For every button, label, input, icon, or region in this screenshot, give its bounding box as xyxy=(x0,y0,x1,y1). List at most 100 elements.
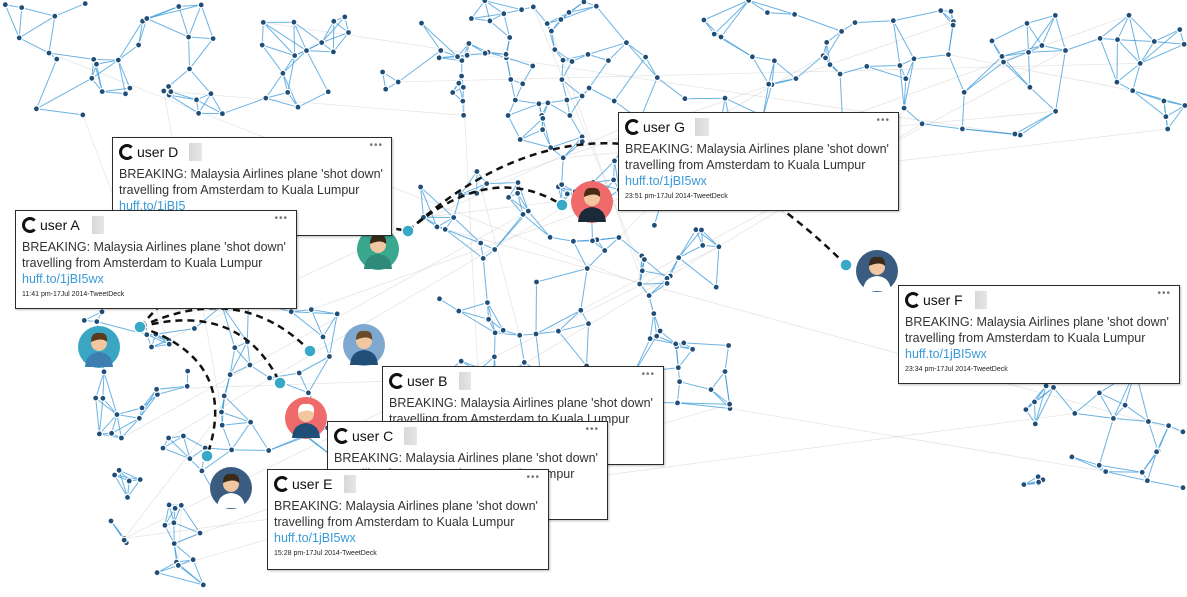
network-node xyxy=(189,556,197,564)
network-node xyxy=(80,316,88,324)
network-node xyxy=(645,292,653,300)
network-node xyxy=(107,429,116,437)
network-edge xyxy=(839,65,867,75)
network-node xyxy=(417,183,425,191)
network-node xyxy=(333,310,341,318)
network-edge xyxy=(648,282,668,297)
network-edge xyxy=(290,311,324,338)
network-node xyxy=(532,330,540,338)
network-edge xyxy=(1029,86,1056,112)
network-node xyxy=(302,46,311,55)
network-node xyxy=(138,404,146,412)
network-edge xyxy=(677,402,730,405)
network-edge xyxy=(1098,392,1114,419)
network-node xyxy=(1024,48,1033,56)
network-edge xyxy=(542,118,552,148)
network-edge xyxy=(550,236,574,242)
network-edge xyxy=(866,65,906,80)
network-node xyxy=(1164,422,1173,430)
tweet-card-user-g: user G ••• BREAKING: Malaysia Airlines p… xyxy=(618,112,899,211)
network-edge xyxy=(520,139,551,149)
network-edge xyxy=(1117,39,1141,64)
network-node xyxy=(998,52,1006,61)
network-edge xyxy=(1053,387,1076,414)
network-edge xyxy=(445,228,481,244)
network-edge xyxy=(703,19,722,38)
network-node xyxy=(1038,41,1046,50)
network-edge xyxy=(1071,456,1100,466)
network-edge xyxy=(1099,14,1130,39)
network-edge xyxy=(1154,41,1185,45)
network-edge xyxy=(453,217,482,244)
network-edge xyxy=(188,4,202,38)
network-edge xyxy=(767,12,795,15)
avatar-icon-user-B xyxy=(343,324,385,366)
network-node xyxy=(889,17,897,25)
network-edge xyxy=(1116,39,1118,83)
network-node xyxy=(559,154,567,162)
network-edge xyxy=(293,21,307,51)
network-node xyxy=(592,2,600,10)
network-edge xyxy=(562,53,589,61)
network-edge xyxy=(282,50,307,74)
network-node xyxy=(688,345,697,353)
tweet-link: huff.to/1jBI5wx xyxy=(905,347,987,361)
network-edge xyxy=(1025,387,1054,410)
network-edge xyxy=(560,1,585,20)
network-edge xyxy=(1014,110,1056,135)
network-node xyxy=(584,320,593,328)
network-node xyxy=(1095,461,1103,469)
network-edge xyxy=(558,309,582,332)
network-edge xyxy=(678,229,697,258)
network-node xyxy=(524,207,532,215)
network-edge xyxy=(420,186,424,218)
network-node xyxy=(615,233,623,242)
network-node xyxy=(95,430,104,438)
network-edge xyxy=(95,371,105,399)
network-node xyxy=(513,189,522,197)
spread-hub-b xyxy=(303,344,317,358)
network-edge xyxy=(1124,404,1149,422)
network-node xyxy=(450,213,458,222)
twitter-logo-icon xyxy=(334,428,350,444)
network-edge xyxy=(178,4,202,7)
network-edge xyxy=(486,182,519,185)
avatar-icon-user-C xyxy=(285,397,327,439)
network-edge xyxy=(495,332,520,336)
network-node xyxy=(79,111,87,119)
network-edge xyxy=(1128,15,1141,64)
network-edge xyxy=(321,16,346,43)
network-edge xyxy=(222,97,266,115)
network-node xyxy=(483,299,491,307)
network-edge xyxy=(572,241,588,269)
network-edge xyxy=(250,421,270,451)
network-edge xyxy=(613,56,647,102)
network-node xyxy=(680,339,688,347)
network-node xyxy=(944,50,953,59)
network-edge xyxy=(96,59,119,65)
network-node xyxy=(196,529,204,537)
network-edge xyxy=(1041,45,1066,51)
network-node xyxy=(135,41,143,49)
network-edge xyxy=(618,237,643,257)
network-edge xyxy=(519,335,525,363)
network-node xyxy=(516,135,524,144)
network-edge xyxy=(1041,15,1056,46)
network-node xyxy=(93,318,101,326)
network-node xyxy=(379,68,387,76)
network-node xyxy=(174,561,182,570)
network-node xyxy=(290,18,298,26)
network-edge xyxy=(229,347,236,375)
network-node xyxy=(514,179,522,187)
network-edge xyxy=(547,102,571,116)
network-node xyxy=(32,105,41,113)
background-link xyxy=(948,54,1133,92)
network-edge xyxy=(178,6,190,38)
network-node xyxy=(433,223,441,231)
network-edge xyxy=(592,160,615,183)
network-node xyxy=(580,0,588,6)
network-node xyxy=(161,521,169,529)
network-edge xyxy=(493,332,496,357)
network-edge xyxy=(903,78,907,109)
avatar-icon-user-F xyxy=(856,250,898,292)
